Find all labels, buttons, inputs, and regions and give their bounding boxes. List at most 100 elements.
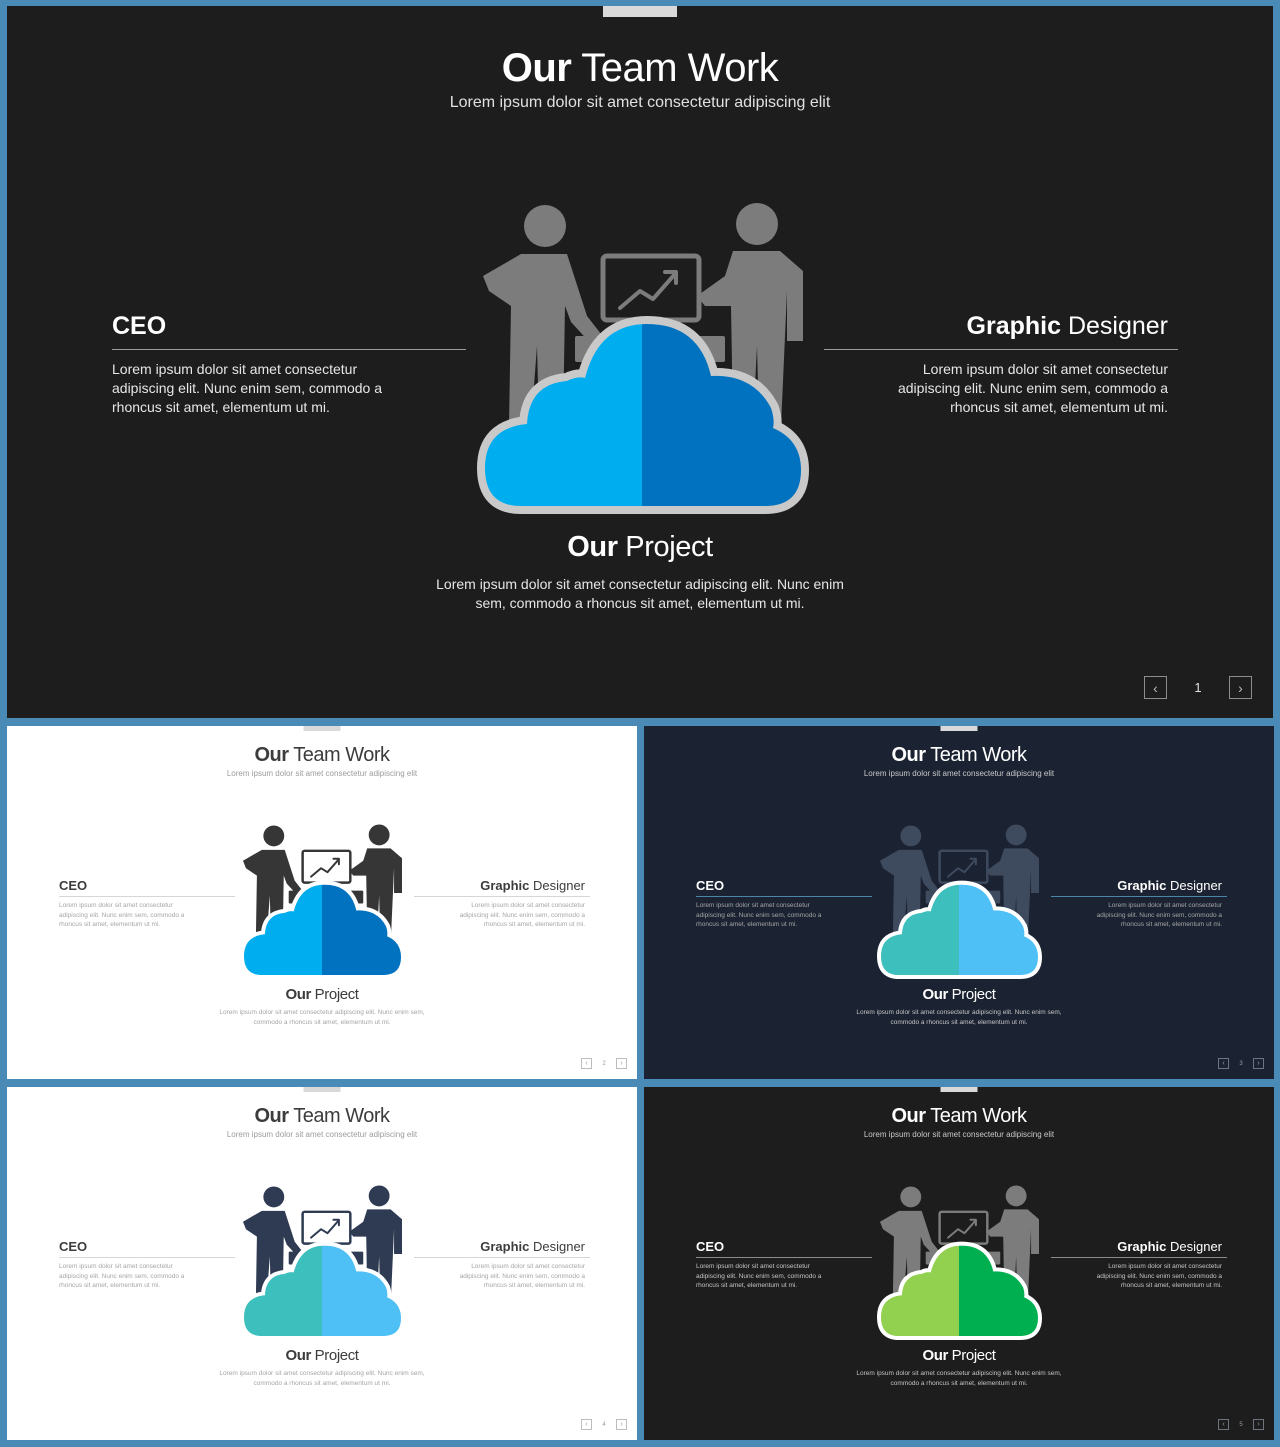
designer-description: Lorem ipsum dolor sit amet consectetur a… xyxy=(1096,902,1222,928)
team-cloud-icon xyxy=(240,1185,405,1341)
slide-1: Our Team Work Lorem ipsum dolor sit amet… xyxy=(7,6,1273,718)
chevron-right-icon[interactable]: › xyxy=(1253,1058,1264,1069)
chart-line-icon xyxy=(310,858,340,878)
page-number: 2 xyxy=(602,1060,606,1067)
ceo-description: Lorem ipsum dolor sit amet consectetur a… xyxy=(696,902,822,928)
team-cloud-icon xyxy=(240,824,405,980)
designer-title: Graphic Designer xyxy=(1117,1239,1222,1254)
page-number: 1 xyxy=(1194,680,1202,695)
slide-4: Our Team Work Lorem ipsum dolor sit amet… xyxy=(7,1087,637,1440)
project-description: Lorem ipsum dolor sit amet consectetur a… xyxy=(436,576,844,611)
chart-arrow-icon xyxy=(663,270,678,285)
designer-title: Graphic Designer xyxy=(1117,878,1222,893)
ceo-divider xyxy=(696,1257,872,1258)
designer-description: Lorem ipsum dolor sit amet consectetur a… xyxy=(897,361,1168,415)
designer-divider xyxy=(1051,1257,1227,1258)
project-title: Our Project xyxy=(567,531,713,563)
businessmen-icon xyxy=(242,1185,402,1297)
slide-title: Our Team Work xyxy=(254,744,390,766)
slide-top-tab xyxy=(603,6,677,17)
designer-description: Lorem ipsum dolor sit amet consectetur a… xyxy=(459,902,585,928)
chart-line-icon xyxy=(947,1219,977,1239)
designer-divider xyxy=(414,1257,590,1258)
page-number: 5 xyxy=(1239,1421,1243,1428)
team-cloud-icon xyxy=(877,1185,1042,1341)
slide-title: Our Team Work xyxy=(891,744,1027,766)
project-description: Lorem ipsum dolor sit amet consectetur a… xyxy=(856,1009,1062,1026)
project-title: Our Project xyxy=(285,1347,359,1364)
chevron-right-icon[interactable]: › xyxy=(616,1419,627,1430)
project-description: Lorem ipsum dolor sit amet consectetur a… xyxy=(219,1009,425,1026)
chevron-left-icon[interactable]: ‹ xyxy=(1218,1058,1229,1069)
designer-description: Lorem ipsum dolor sit amet consectetur a… xyxy=(459,1263,585,1289)
ceo-divider xyxy=(112,349,466,350)
ceo-description: Lorem ipsum dolor sit amet consectetur a… xyxy=(696,1263,822,1289)
slide-pager: ‹ 5 › xyxy=(1218,1419,1264,1430)
team-cloud-illustration xyxy=(876,821,1042,980)
chevron-right-icon[interactable]: › xyxy=(616,1058,627,1069)
slide-subtitle: Lorem ipsum dolor sit amet consectetur a… xyxy=(449,94,831,111)
project-description: Lorem ipsum dolor sit amet consectetur a… xyxy=(856,1370,1062,1387)
slide-pager: ‹ 1 › xyxy=(1144,676,1252,699)
chart-arrow-icon xyxy=(969,857,977,866)
project-title: Our Project xyxy=(285,986,359,1003)
slide-title: Our Team Work xyxy=(501,46,779,90)
slide-subtitle: Lorem ipsum dolor sit amet consectetur a… xyxy=(226,1130,418,1139)
slide-top-tab xyxy=(940,1087,978,1092)
page-number: 4 xyxy=(602,1421,606,1428)
chevron-right-icon[interactable]: › xyxy=(1253,1419,1264,1430)
team-cloud-icon xyxy=(877,824,1042,980)
chart-line-icon xyxy=(310,1219,340,1239)
project-title: Our Project xyxy=(922,1347,996,1364)
slide-2: Our Team Work Lorem ipsum dolor sit amet… xyxy=(7,726,637,1079)
chart-line-icon xyxy=(618,272,677,310)
ceo-title: CEO xyxy=(696,1239,725,1254)
page-number: 3 xyxy=(1239,1060,1243,1067)
chevron-left-icon[interactable]: ‹ xyxy=(1218,1419,1229,1430)
team-cloud-illustration xyxy=(475,196,809,516)
chevron-left-icon[interactable]: ‹ xyxy=(581,1419,592,1430)
ceo-description: Lorem ipsum dolor sit amet consectetur a… xyxy=(112,361,383,415)
slide-3: Our Team Work Lorem ipsum dolor sit amet… xyxy=(644,726,1274,1079)
businessmen-icon xyxy=(879,1185,1039,1297)
designer-title: Graphic Designer xyxy=(480,1239,585,1254)
designer-divider xyxy=(1051,896,1227,897)
businessmen-icon xyxy=(242,824,402,936)
slide-top-tab xyxy=(940,726,978,731)
designer-description: Lorem ipsum dolor sit amet consectetur a… xyxy=(1096,1263,1222,1289)
chart-line-icon xyxy=(947,858,977,878)
slide-top-tab xyxy=(303,726,341,731)
slide-subtitle: Lorem ipsum dolor sit amet consectetur a… xyxy=(863,769,1055,778)
ceo-divider xyxy=(59,896,235,897)
ceo-title: CEO xyxy=(59,1239,88,1254)
slide-subtitle: Lorem ipsum dolor sit amet consectetur a… xyxy=(226,769,418,778)
chevron-left-icon[interactable]: ‹ xyxy=(1144,676,1167,699)
ceo-title: CEO xyxy=(59,878,88,893)
slide-pager: ‹ 2 › xyxy=(581,1058,627,1069)
designer-title: Graphic Designer xyxy=(966,312,1168,340)
ceo-description: Lorem ipsum dolor sit amet consectetur a… xyxy=(59,1263,185,1289)
chart-arrow-icon xyxy=(332,1218,340,1227)
slide-5: Our Team Work Lorem ipsum dolor sit amet… xyxy=(644,1087,1274,1440)
slide-subtitle: Lorem ipsum dolor sit amet consectetur a… xyxy=(863,1130,1055,1139)
ceo-description: Lorem ipsum dolor sit amet consectetur a… xyxy=(59,902,185,928)
slide-pager: ‹ 4 › xyxy=(581,1419,627,1430)
slide-pager: ‹ 3 › xyxy=(1218,1058,1264,1069)
team-cloud-illustration xyxy=(239,1182,405,1341)
team-cloud-illustration xyxy=(876,1182,1042,1341)
ceo-divider xyxy=(696,896,872,897)
designer-title: Graphic Designer xyxy=(480,878,585,893)
slide-title: Our Team Work xyxy=(891,1105,1027,1127)
ceo-title: CEO xyxy=(696,878,725,893)
chevron-right-icon[interactable]: › xyxy=(1229,676,1252,699)
chevron-left-icon[interactable]: ‹ xyxy=(581,1058,592,1069)
chart-arrow-icon xyxy=(969,1218,977,1227)
team-cloud-icon xyxy=(477,203,809,514)
designer-divider xyxy=(824,349,1178,350)
ceo-divider xyxy=(59,1257,235,1258)
ceo-title: CEO xyxy=(112,312,167,340)
designer-divider xyxy=(414,896,590,897)
project-title: Our Project xyxy=(922,986,996,1003)
chart-arrow-icon xyxy=(332,857,340,866)
slide-title: Our Team Work xyxy=(254,1105,390,1127)
